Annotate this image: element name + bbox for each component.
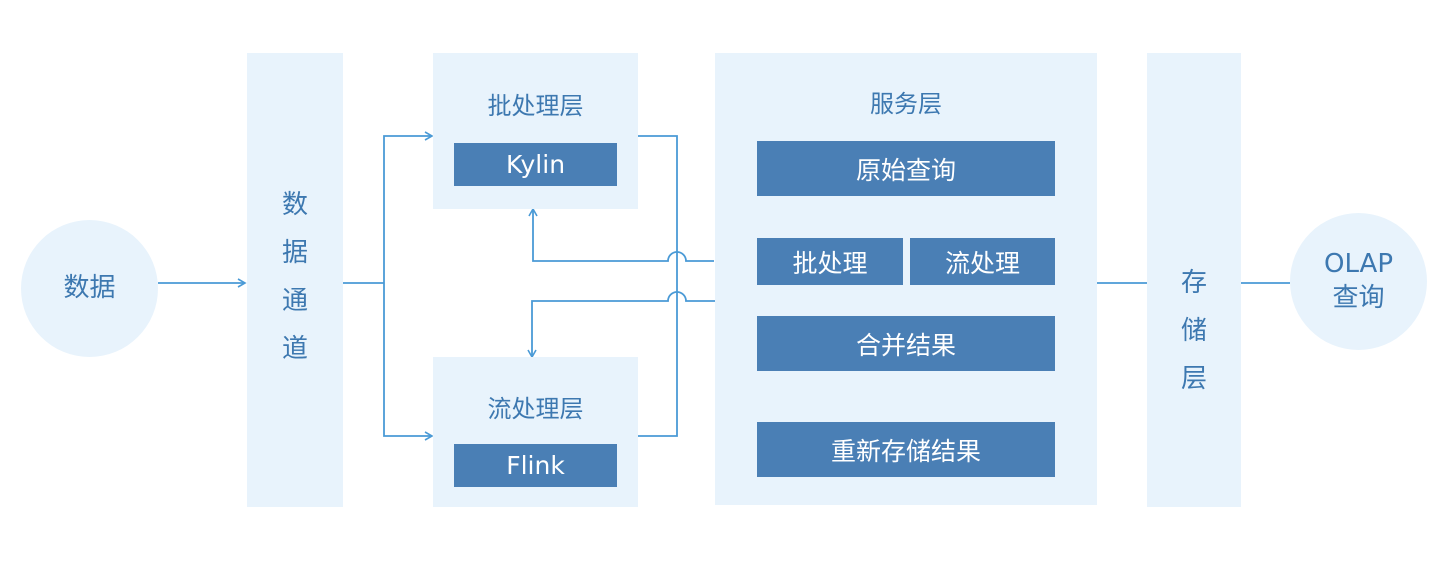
batch-layer-panel: 批处理层 Kylin — [433, 53, 638, 209]
merge-result-box: 合并结果 — [757, 316, 1055, 371]
arrow-to-stream-layer — [383, 283, 434, 441]
data-source-node: 数据 — [21, 220, 158, 357]
data-channel-char: 道 — [281, 334, 308, 364]
data-channel-label: 数 据 通 道 — [247, 181, 343, 373]
raw-query-box: 原始查询 — [757, 141, 1055, 196]
data-channel-char: 据 — [281, 238, 308, 268]
data-source-label: 数据 — [63, 272, 116, 303]
restore-result-box: 重新存储结果 — [757, 422, 1055, 477]
flink-engine-box: Flink — [454, 444, 617, 487]
olap-label-line2: 查询 — [1332, 282, 1385, 313]
storage-layer-char: 存 — [1180, 268, 1207, 298]
arrow-stream-to-flink — [527, 285, 1000, 359]
olap-query-node: OLAP 查询 — [1290, 213, 1427, 350]
data-channel-panel: 数 据 通 道 — [247, 53, 343, 507]
service-stream-box: 流处理 — [910, 238, 1055, 285]
stream-layer-title: 流处理层 — [487, 395, 584, 423]
kylin-engine-box: Kylin — [454, 143, 617, 186]
batch-layer-title: 批处理层 — [487, 92, 584, 120]
arrow-batch-to-kylin — [528, 207, 714, 262]
data-channel-char: 通 — [281, 286, 308, 316]
storage-layer-label: 存 储 层 — [1147, 259, 1241, 403]
storage-layer-char: 层 — [1180, 364, 1207, 394]
data-channel-char: 数 — [281, 190, 308, 220]
service-layer-title: 服务层 — [870, 90, 942, 118]
stream-layer-panel: 流处理层 Flink — [433, 357, 638, 507]
olap-label-line1: OLAP — [1323, 248, 1393, 279]
arrow-to-batch-layer — [383, 131, 434, 283]
storage-layer-char: 储 — [1180, 316, 1207, 346]
service-batch-box: 批处理 — [757, 238, 903, 285]
storage-layer-panel: 存 储 层 — [1147, 53, 1241, 507]
line-batch-layer-out — [638, 135, 678, 437]
